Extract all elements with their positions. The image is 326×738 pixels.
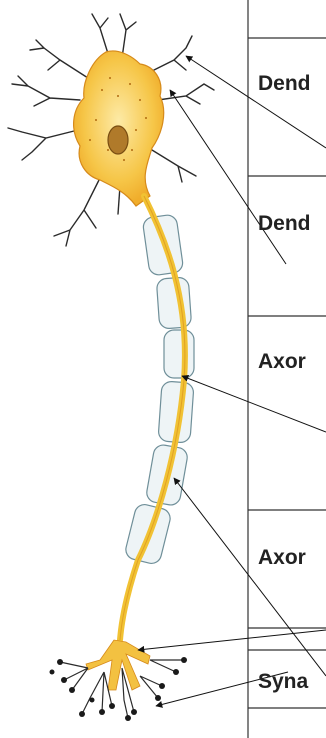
axon-terminal-base	[86, 640, 150, 690]
nucleus	[108, 126, 128, 154]
leader-lines	[138, 56, 326, 706]
label-dendrites-2: Dend	[258, 212, 311, 235]
terminal-branches	[60, 660, 184, 718]
label-dendrites-1: Dend	[258, 72, 311, 95]
label-axon-2: Axor	[258, 546, 306, 569]
label-synapse: Syna	[258, 670, 309, 693]
label-axon-1: Axor	[258, 350, 306, 373]
